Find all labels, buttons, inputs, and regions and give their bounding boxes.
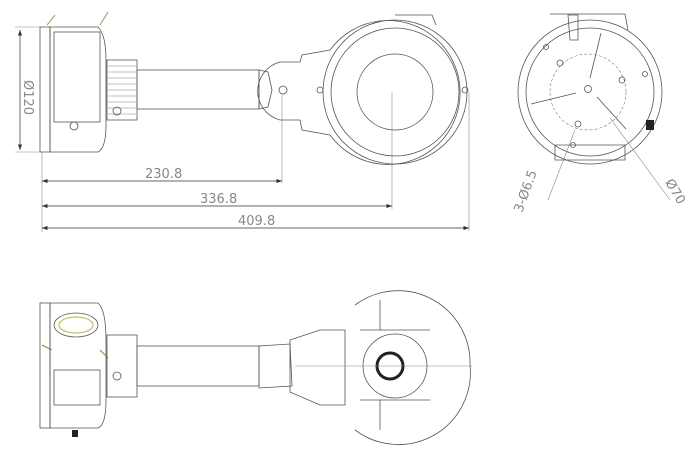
cable-gland <box>53 312 99 338</box>
arm-tube <box>136 345 260 387</box>
bottom-tab <box>554 144 626 161</box>
bolt-circle <box>549 53 627 131</box>
dimension-lines <box>15 26 470 232</box>
slot <box>589 32 602 79</box>
hole <box>556 59 564 67</box>
end-housing <box>517 19 663 165</box>
box-section <box>53 369 101 406</box>
dim-336-8: 336.8 <box>200 192 237 207</box>
gland-ring <box>58 316 94 334</box>
hole <box>543 44 549 50</box>
screw-icon <box>69 121 79 131</box>
dim-diameter-70: Ø70 <box>662 177 688 208</box>
end-plate <box>525 27 655 157</box>
mount-plate <box>39 26 51 153</box>
screw-icon <box>112 106 122 116</box>
hole <box>618 76 626 84</box>
knurled-nut <box>106 334 138 398</box>
junction-box <box>49 26 107 153</box>
side-view <box>39 11 469 165</box>
dim-diameter-120: Ø120 <box>20 80 35 115</box>
bolt-icon <box>461 86 469 94</box>
knurl-lines <box>108 65 136 115</box>
arm-joint <box>258 343 293 389</box>
end-top-tab <box>550 13 629 31</box>
dim-holes: 3-Ø6.5 <box>512 168 541 214</box>
head-slots <box>360 300 430 430</box>
hole <box>642 71 648 77</box>
wire-icon <box>46 11 109 26</box>
lens-window <box>356 53 434 131</box>
head-bracket <box>257 20 461 165</box>
center-hole <box>584 85 592 93</box>
end-view <box>517 13 671 201</box>
arm-tube <box>136 69 260 110</box>
arm-joint <box>258 69 273 110</box>
bottom-view <box>39 290 472 445</box>
head-bracket <box>289 329 346 406</box>
slot <box>596 96 627 130</box>
pivot-bolt-icon <box>278 85 288 95</box>
dim-409-8: 409.8 <box>238 214 275 229</box>
head-ring <box>330 27 460 157</box>
hole <box>574 120 582 128</box>
wire-icon <box>41 344 109 359</box>
screw-icon <box>72 430 78 437</box>
mount-plate <box>39 302 51 429</box>
knob-icon <box>646 120 654 130</box>
head-housing <box>354 290 471 445</box>
head-top-tab <box>395 14 437 26</box>
head-housing <box>322 19 468 165</box>
junction-box <box>49 302 107 429</box>
bolt-icon <box>316 86 324 94</box>
screw-icon <box>112 371 122 381</box>
dim-230-8: 230.8 <box>145 167 182 182</box>
box-lid <box>53 31 101 123</box>
slot <box>530 92 577 105</box>
wire-clip <box>567 14 579 41</box>
